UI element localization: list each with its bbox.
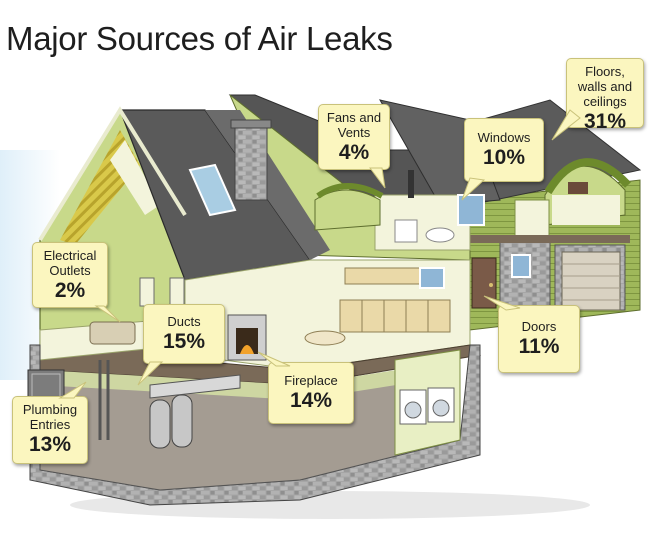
callout-doors: Doors 11% — [498, 305, 580, 373]
callout-fireplace: Fireplace 14% — [268, 362, 354, 424]
upper-floor-right — [314, 170, 485, 251]
callout-electrical-outlets: Electrical Outlets 2% — [32, 242, 108, 308]
callout-label: Outlets — [49, 263, 91, 278]
callout-label: Ducts — [167, 314, 201, 329]
side-door — [471, 257, 497, 309]
callout-label: Electrical — [43, 248, 97, 263]
callout-value: 13% — [28, 433, 72, 456]
callout-label: Vents — [337, 125, 371, 140]
callout-value: 4% — [338, 141, 370, 164]
callout-label: Floors, — [585, 64, 625, 79]
callout-windows: Windows 10% — [464, 118, 544, 182]
callout-label: Plumbing — [22, 402, 78, 417]
callout-value: 2% — [54, 279, 86, 302]
callout-value: 31% — [583, 110, 627, 133]
diagram-title: Major Sources of Air Leaks — [6, 20, 393, 57]
callout-label: walls and — [577, 79, 633, 94]
callout-value: 10% — [482, 146, 526, 169]
callout-value: 14% — [289, 389, 333, 412]
basement — [27, 344, 481, 506]
callout-plumbing-entries: Plumbing Entries 13% — [12, 396, 88, 464]
callout-fans-and-vents: Fans and Vents 4% — [318, 104, 390, 170]
callout-label: Fans and — [326, 110, 382, 125]
callout-floors-walls-ceilings: Floors, walls and ceilings 31% — [566, 58, 644, 133]
callout-label: Windows — [477, 130, 531, 145]
callout-ducts: Ducts 15% — [143, 304, 225, 364]
callout-value: 11% — [518, 335, 560, 358]
callout-label: ceilings — [583, 94, 627, 109]
callout-value: 15% — [162, 330, 206, 353]
callout-label: Entries — [29, 417, 71, 432]
callout-label: Fireplace — [284, 373, 338, 388]
callout-label: Doors — [521, 319, 557, 334]
